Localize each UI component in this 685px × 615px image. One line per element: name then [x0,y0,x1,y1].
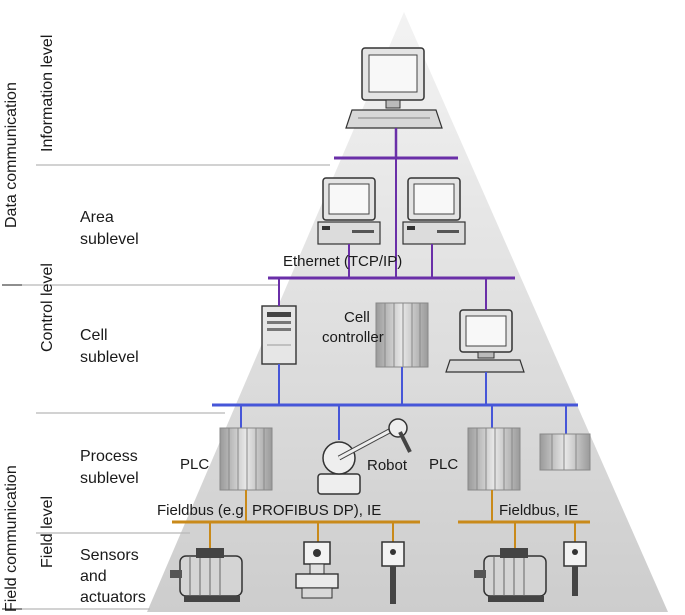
cell-controller-icon [375,302,429,368]
pressure-sensor-icon [295,541,339,599]
fieldbus-right-label: Fieldbus, IE [499,502,578,519]
field-communication-label: Field communication [3,465,20,612]
sensors-label-line3: actuators [80,589,146,606]
robot-arm-icon [317,418,412,495]
sensor-probe-icon [381,541,405,604]
area-connections [348,158,433,278]
fieldbus-uplinks [245,490,493,522]
sensors-label-line2: and [80,568,107,585]
process-sublevel-label-line1: Process [80,448,138,465]
cell-controller-label-line2: controller [322,329,384,346]
io-module-icon [539,433,591,471]
sensor-probe-right-icon [563,541,587,596]
level-separators [2,164,330,610]
area-sublevel-label-line1: Area [80,209,114,226]
plc-left-icon [219,427,273,491]
area-sublevel-label-line2: sublevel [80,231,139,248]
area-computer-left-icon [317,177,381,245]
cell-workstation-icon [445,309,525,373]
ethernet-label: Ethernet (TCP/IP) [283,253,402,270]
cell-sublevel-label-line1: Cell [80,327,108,344]
process-uplinks [240,405,567,440]
field-level-label: Field level [39,496,56,568]
plc-right-label: PLC [429,456,458,473]
plc-right-icon [467,427,521,491]
information-level-label: Information level [39,35,56,152]
process-sublevel-label-line2: sublevel [80,470,139,487]
cell-connections [278,278,487,310]
cell-sublevel-label-line2: sublevel [80,349,139,366]
axis-ticks [2,284,22,610]
motor-right-icon [474,548,547,602]
plc-left-label: PLC [180,456,209,473]
information-level-computer-icon [345,47,443,129]
server-tower-icon [261,305,297,365]
control-level-label: Control level [39,263,56,352]
motor-left-icon [170,548,243,602]
sensors-label-line1: Sensors [80,547,139,564]
robot-label: Robot [367,457,408,474]
fieldbus-left-label: Fieldbus (e.g. PROFIBUS DP), IE [157,502,381,519]
data-communication-label: Data communication [3,82,20,228]
area-computer-right-icon [402,177,466,245]
cell-downlinks [278,364,487,405]
cell-controller-label-line1: Cell [344,309,370,326]
